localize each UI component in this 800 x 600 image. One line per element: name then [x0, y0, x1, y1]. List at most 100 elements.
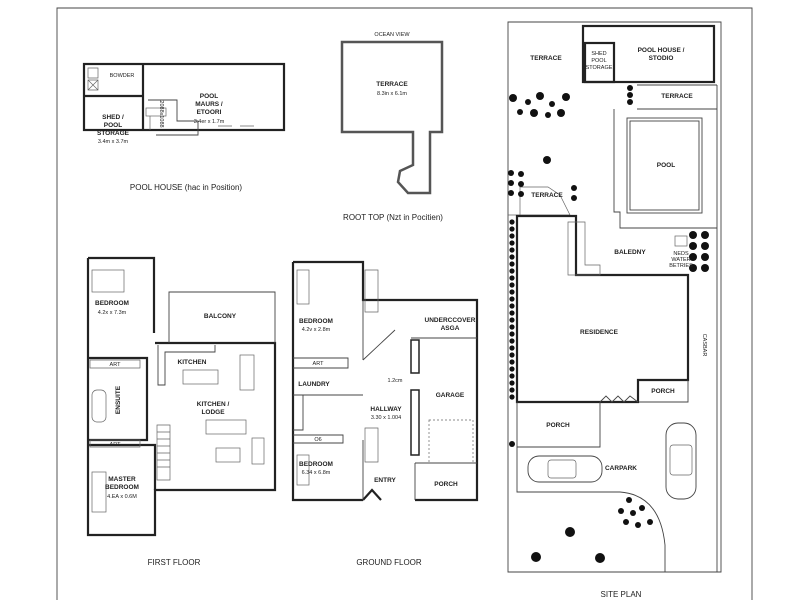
porch-label: PORCH	[434, 481, 458, 488]
tree-icon	[509, 331, 515, 337]
tree-icon	[623, 519, 629, 525]
master-bedroom-size: 4.EA x 0.6M	[107, 494, 137, 500]
balcony-label: BALEDNY	[614, 249, 646, 256]
tree-icon	[509, 317, 515, 323]
pool-label: POOL	[657, 162, 675, 169]
first-floor-plan: BEDROOM 4.2x x 7.3m BALCONY KITCHEN KITC…	[86, 256, 277, 567]
hallway-size: 3.30 x 1.004	[371, 415, 401, 421]
tree-icon	[509, 282, 515, 288]
tree-icon	[509, 441, 515, 447]
trees	[508, 85, 709, 563]
tree-icon	[509, 268, 515, 274]
laundry-label: LAUNDRY	[298, 381, 330, 388]
shed-label: SHED	[591, 51, 606, 57]
tree-icon	[701, 253, 709, 261]
car-icon	[527, 455, 603, 483]
notes-label: NEDS	[673, 251, 689, 257]
tree-icon	[549, 101, 555, 107]
kitchen-island	[182, 369, 219, 385]
robe-label: ART	[110, 442, 122, 448]
bed-icon	[296, 269, 310, 305]
sofa-icon	[251, 437, 265, 465]
dining-table	[239, 354, 255, 391]
tree-icon	[508, 190, 514, 196]
ground-floor-plan: BEDROOM 4.2v x 2.8m ART LAUNDRY UNDERCCO…	[291, 260, 479, 567]
notes-label: BETRIES	[669, 263, 693, 269]
robe-label: ART	[313, 361, 325, 367]
tree-icon	[518, 171, 524, 177]
tree-icon	[509, 352, 515, 358]
powder-room-label: BOWDER	[110, 73, 135, 79]
roof-top-caption: ROOT TOP (Nzt in Pocitien)	[343, 213, 443, 222]
vertical-note: 2088x1088	[158, 100, 164, 127]
porch-label: PORCH	[546, 422, 570, 429]
tree-icon	[509, 324, 515, 330]
pool-house-label: STODIO	[649, 55, 674, 62]
terrace-size: 8.3in x 6.1m	[377, 91, 407, 97]
tree-icon	[627, 99, 633, 105]
tree-icon	[543, 156, 551, 164]
tree-icon	[509, 226, 515, 232]
tree-icon	[635, 522, 641, 528]
shed-label: STORAGE	[586, 65, 613, 71]
terrace-label: TERRACE	[376, 81, 408, 88]
stairs-icon	[364, 269, 379, 463]
stairs-icon	[567, 221, 601, 276]
terrace-label: TERRACE	[661, 93, 693, 100]
sofa-icon	[205, 419, 247, 435]
bedroom-size: 4.2v x 2.8m	[302, 327, 331, 333]
shed-label: STORAGE	[97, 130, 130, 137]
undercover-label: UNDERCCOVER	[425, 317, 476, 324]
garage-label: GARAGE	[436, 392, 465, 399]
ensuite-label: ENSUITE	[115, 385, 122, 414]
shed-size: 3.4m x 3.7m	[98, 139, 129, 145]
tree-icon	[509, 94, 517, 102]
bed-icon	[296, 454, 310, 486]
pool-room-size: 3.4er x 1.7m	[194, 119, 225, 125]
tree-icon	[508, 170, 514, 176]
ground-floor-caption: GROUND FLOOR	[356, 558, 422, 567]
balcony-label: BALCONY	[204, 313, 237, 320]
bedroom-label: BEDROOM	[95, 300, 129, 307]
master-bedroom-label: BEDROOM	[105, 484, 139, 491]
tree-icon	[518, 191, 524, 197]
tree-icon	[509, 387, 515, 393]
coffee-table	[215, 447, 241, 463]
tree-icon	[509, 303, 515, 309]
tree-icon	[545, 112, 551, 118]
tree-icon	[509, 338, 515, 344]
entry-label: ENTRY	[374, 477, 396, 484]
toilet-shower-icon	[87, 67, 99, 91]
tree-icon	[509, 296, 515, 302]
terrace-label: TERRACE	[531, 192, 563, 199]
shed-label: POOL	[104, 122, 122, 129]
tree-icon	[571, 195, 577, 201]
robe-label: O6	[314, 437, 321, 443]
tree-icon	[557, 109, 565, 117]
carpark-label: CARPARK	[605, 465, 637, 472]
porch-label: PORCH	[651, 388, 675, 395]
residence-label: RESIDENCE	[580, 329, 619, 336]
tree-icon	[509, 366, 515, 372]
pool-house-plan: BOWDER SHED / POOL STORAGE 3.4m x 3.7m P…	[82, 62, 286, 192]
kitchen-label: KITCHEN	[178, 359, 207, 366]
side-label: CASBAR	[701, 334, 707, 357]
tree-icon	[571, 185, 577, 191]
tree-icon	[689, 264, 697, 272]
master-bedroom-label: MASTER	[108, 476, 136, 483]
pool-room-label: MAURS /	[195, 101, 223, 108]
bed-icon	[91, 269, 125, 293]
tree-icon	[689, 242, 697, 250]
tree-icon	[509, 247, 515, 253]
bedroom-label: BEDROOM	[299, 318, 333, 325]
tree-icon	[630, 510, 636, 516]
tree-icon	[509, 219, 515, 225]
tree-icon	[509, 380, 515, 386]
tree-icon	[509, 394, 515, 400]
tree-icon	[518, 181, 524, 187]
tree-icon	[509, 373, 515, 379]
tree-icon	[595, 553, 605, 563]
site-plan: TERRACE SHED POOL STORAGE POOL HOUSE / S…	[507, 21, 722, 599]
tree-icon	[536, 92, 544, 100]
